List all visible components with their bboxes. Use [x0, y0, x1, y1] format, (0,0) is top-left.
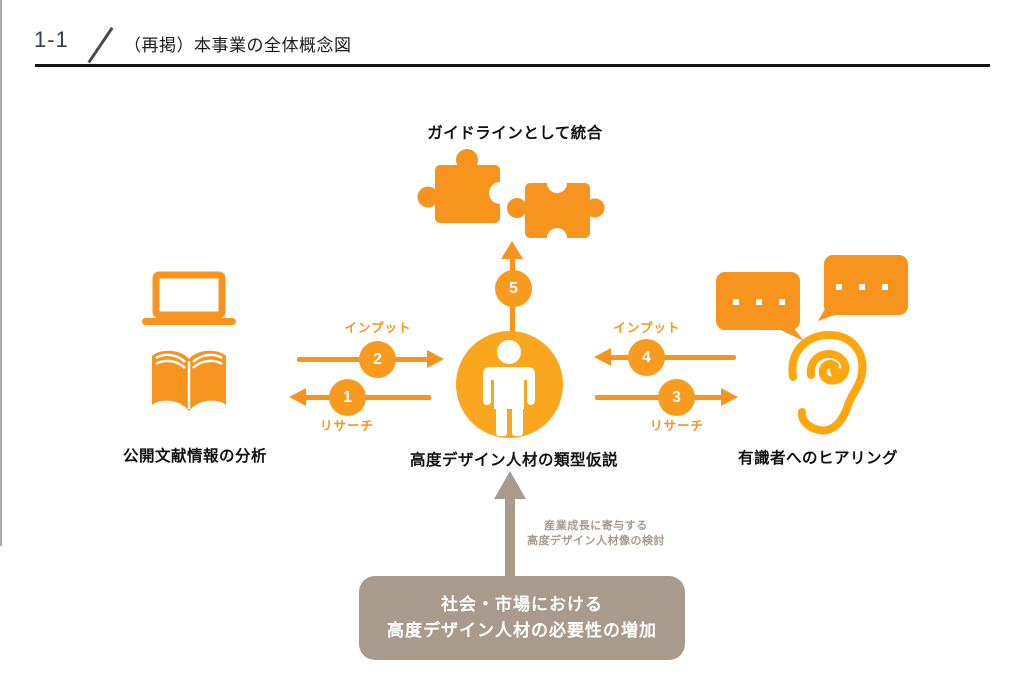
- ear-icon: [788, 330, 867, 435]
- arrow-up-head: [501, 241, 523, 259]
- step-badge-2: 2: [359, 341, 396, 378]
- taupe-arrow-head: [494, 471, 526, 499]
- right-node-label: 有識者へのヒアリング: [737, 450, 898, 467]
- annotation-line-2: 高度デザイン人材像の検討: [527, 535, 665, 547]
- arrow-left-head: [594, 348, 611, 366]
- speech-bubble-icon: [818, 255, 908, 321]
- laptop-icon: [142, 271, 236, 325]
- step-badge-5: 5: [495, 270, 532, 307]
- arrow-right-head: [721, 388, 738, 406]
- open-book-icon: [152, 350, 226, 411]
- flow-label-input-right: インプット: [613, 321, 681, 335]
- puzzle-piece-icon: [417, 149, 511, 223]
- center-node-label: 高度デザイン人材の類型仮説: [409, 452, 618, 469]
- arrow-left-head: [289, 388, 306, 406]
- speech-bubble-icon: [716, 272, 804, 341]
- annotation-line-1: 産業成長に寄与する: [544, 520, 648, 532]
- base-box-line-1: 社会・市場における: [441, 595, 603, 614]
- left-node-label: 公開文献情報の分析: [122, 448, 267, 465]
- arrow-right-head: [427, 350, 444, 368]
- flow-label-research-right: リサーチ: [649, 419, 704, 433]
- taupe-arrow-shaft: [505, 497, 515, 579]
- step-badge-4: 4: [628, 339, 665, 376]
- arrow-left-line: [609, 355, 736, 360]
- base-box-line-2: 高度デザイン人材の必要性の増加: [387, 621, 657, 640]
- arrow-left-line: [304, 395, 431, 400]
- top-node-label: ガイドラインとして統合: [427, 125, 603, 142]
- flow-label-research-left: リサーチ: [319, 419, 374, 433]
- base-need-box: 社会・市場における 高度デザイン人材の必要性の増加: [359, 576, 685, 660]
- section-number: 1-1: [34, 27, 69, 52]
- page-edge-line: [0, 0, 2, 546]
- flow-label-input-left: インプット: [344, 321, 412, 335]
- puzzle-pieces-icon: [417, 149, 605, 248]
- step-badge-3: 3: [658, 379, 695, 416]
- slash-divider: [87, 26, 114, 64]
- puzzle-piece-icon: [507, 173, 605, 248]
- page-title: （再掲）本事業の全体概念図: [124, 36, 352, 55]
- annotation-text: 産業成長に寄与する 高度デザイン人材像の検討: [518, 519, 674, 549]
- header-rule: [35, 64, 990, 67]
- step-badge-1: 1: [329, 379, 366, 416]
- person-icon: [456, 331, 563, 438]
